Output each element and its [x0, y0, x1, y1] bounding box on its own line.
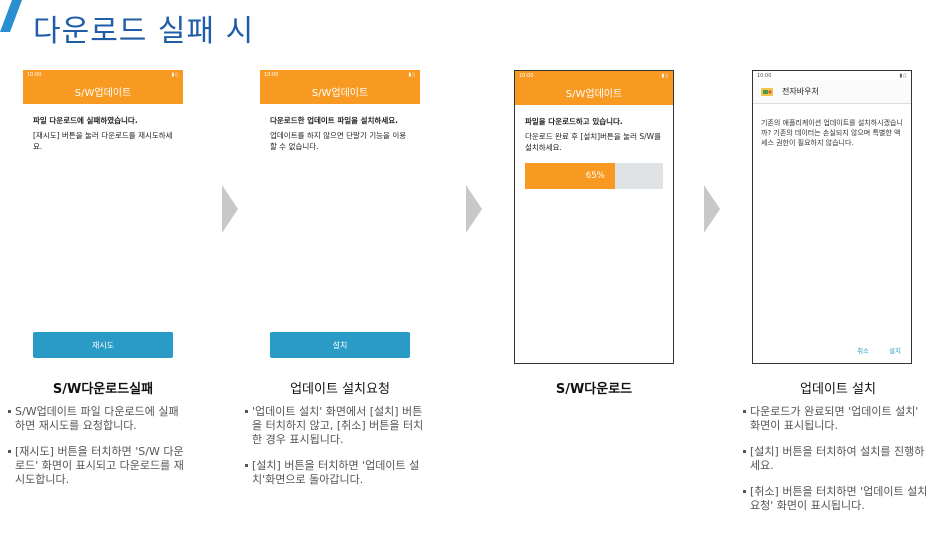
caption-list-install-request: '업데이트 설치' 화면에서 [설치] 버튼을 터치하지 않고, [취소] 버튼…: [245, 405, 430, 499]
screen-content: 다운로드한 업데이트 파일을 설치하세요. 업데이트를 하지 않으면 단말기 기…: [260, 104, 420, 152]
status-time: 10:00: [757, 72, 772, 79]
phone-screen-install-dialog: 10:00 ▮▯ 전자바우처 기존의 애플리케이션 업데이트를 설치하시겠습니까…: [752, 70, 912, 364]
status-bar: 10:00 ▮▯: [23, 70, 183, 79]
screen-content: 파일 다운로드에 실패하였습니다. [재시도] 버튼을 눌러 다운로드를 재시도…: [23, 104, 183, 152]
screen-content: 파일을 다운로드하고 있습니다. 다운로드 완료 후 [설치]버튼을 눌러 S/…: [515, 105, 673, 189]
caption-item: S/W업데이트 파일 다운로드에 실패하면 재시도를 요청합니다.: [8, 405, 188, 433]
caption-title-update-install: 업데이트 설치: [800, 382, 876, 397]
progress-fill: [525, 163, 615, 189]
message-text: 업데이트를 하지 않으면 단말기 기능을 이용할 수 없습니다.: [270, 131, 407, 151]
next-arrow-icon: [704, 185, 720, 233]
caption-title-download-failed: S/W다운로드실패: [52, 382, 154, 397]
message-bold: 파일 다운로드에 실패하였습니다.: [33, 116, 138, 125]
message-bold: 파일을 다운로드하고 있습니다.: [525, 117, 623, 126]
message-text: [재시도] 버튼을 눌러 다운로드를 재시도하세요.: [33, 131, 173, 151]
phone-screen-install-request: 10:00 ▮▯ S/W업데이트 다운로드한 업데이트 파일을 설치하세요. 업…: [260, 70, 420, 364]
caption-list-download-failed: S/W업데이트 파일 다운로드에 실패하면 재시도를 요청합니다. [재시도] …: [8, 405, 188, 499]
status-bar: 10:00 ▮▯: [515, 71, 673, 80]
battery-icon: ▮▯: [661, 72, 669, 79]
dialog-header: 전자바우처: [753, 80, 911, 104]
status-bar: 10:00 ▮▯: [753, 71, 911, 80]
corner-accent: [0, 0, 22, 32]
next-arrow-icon: [466, 185, 482, 233]
retry-button[interactable]: 재시도: [33, 332, 173, 358]
status-time: 10:00: [264, 71, 279, 78]
voucher-app-icon: [761, 87, 773, 96]
message-text: 다운로드 완료 후 [설치]버튼을 눌러 S/W를 설치하세요.: [525, 132, 661, 152]
screen-header: S/W업데이트: [23, 79, 183, 104]
next-arrow-icon: [222, 185, 238, 233]
cancel-button[interactable]: 취소: [857, 347, 870, 355]
screen-header: S/W업데이트: [260, 79, 420, 104]
screen-header: S/W업데이트: [515, 80, 673, 105]
status-time: 10:00: [519, 72, 534, 79]
caption-item: [취소] 버튼을 터치하면 '업데이트 설치요청' 화면이 표시됩니다.: [743, 485, 928, 513]
dialog-actions: 취소 설치: [857, 345, 901, 355]
battery-icon: ▮▯: [171, 71, 179, 78]
battery-icon: ▮▯: [899, 72, 907, 79]
page-title: 다운로드 실패 시: [33, 14, 255, 49]
phone-screen-downloading: 10:00 ▮▯ S/W업데이트 파일을 다운로드하고 있습니다. 다운로드 완…: [514, 70, 674, 364]
status-bar: 10:00 ▮▯: [260, 70, 420, 79]
caption-list-update-install: 다운로드가 완료되면 '업데이트 설치' 화면이 표시됩니다. [설치] 버튼을…: [743, 405, 928, 525]
dialog-message: 기존의 애플리케이션 업데이트를 설치하시겠습니까? 기존의 데이터는 손실되지…: [761, 119, 903, 147]
caption-item: '업데이트 설치' 화면에서 [설치] 버튼을 터치하지 않고, [취소] 버튼…: [245, 405, 430, 447]
caption-item: [설치] 버튼을 터치하면 '업데이트 설치'화면으로 돌아갑니다.: [245, 459, 430, 487]
progress-label: 65%: [585, 170, 605, 181]
status-time: 10:00: [27, 71, 42, 78]
caption-item: [설치] 버튼을 터치하여 설치를 진행하세요.: [743, 445, 928, 473]
caption-title-install-request: 업데이트 설치요청: [290, 382, 390, 397]
phone-screen-download-failed: 10:00 ▮▯ S/W업데이트 파일 다운로드에 실패하였습니다. [재시도]…: [23, 70, 183, 364]
download-progress-bar: 65%: [525, 163, 663, 189]
caption-item: [재시도] 버튼을 터치하면 'S/W 다운로드' 화면이 표시되고 다운로드를…: [8, 445, 188, 487]
app-name: 전자바우처: [782, 87, 819, 96]
caption-item: 다운로드가 완료되면 '업데이트 설치' 화면이 표시됩니다.: [743, 405, 928, 433]
battery-icon: ▮▯: [408, 71, 416, 78]
install-button[interactable]: 설치: [889, 347, 901, 355]
caption-title-downloading: S/W다운로드: [555, 382, 633, 397]
install-button[interactable]: 설치: [270, 332, 410, 358]
message-bold: 다운로드한 업데이트 파일을 설치하세요.: [270, 116, 398, 125]
